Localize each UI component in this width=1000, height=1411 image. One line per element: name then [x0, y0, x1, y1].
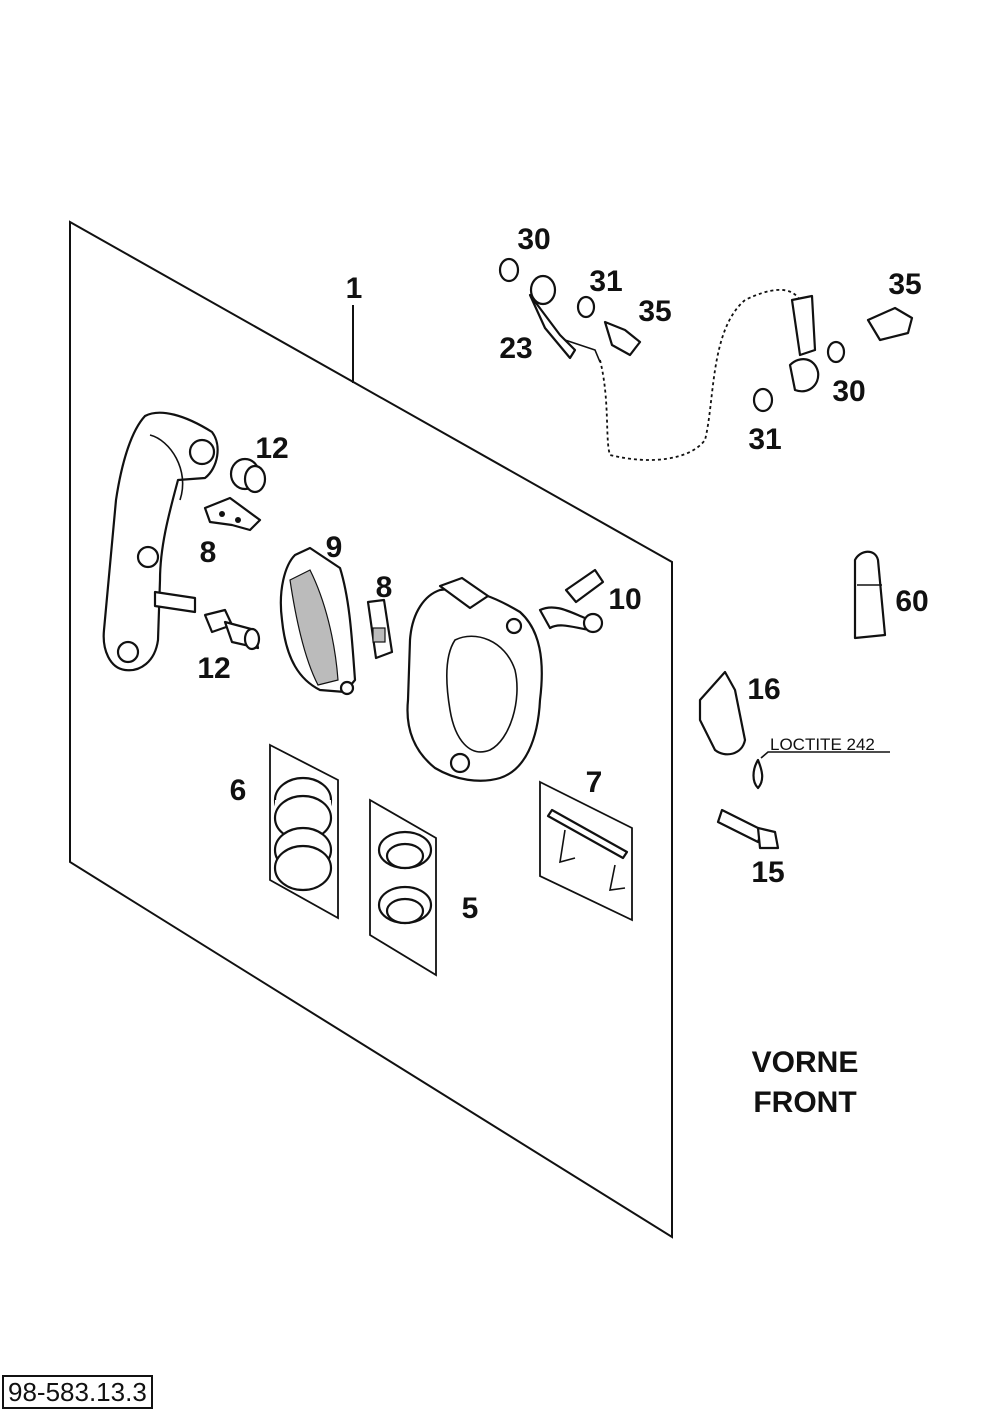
label-30-right: 30 — [832, 375, 865, 408]
label-15: 15 — [751, 856, 784, 889]
guide-pin-lower — [203, 608, 261, 651]
caliper-kit-panel — [69, 220, 673, 1239]
pad-clip-upper — [203, 496, 262, 532]
label-35-left: 35 — [638, 295, 671, 328]
loctite-note: LOCTITE 242 — [770, 735, 875, 754]
label-9: 9 — [326, 531, 343, 564]
label-31-left: 31 — [589, 265, 622, 298]
bushing-upper — [229, 457, 267, 494]
brake-line-assembly — [498, 257, 914, 461]
brake-pads — [279, 546, 357, 696]
drawing-reference-number: 98-583.13.3 — [2, 1375, 153, 1409]
bolt — [716, 751, 890, 850]
label-5: 5 — [462, 892, 479, 925]
label-8-lower: 8 — [376, 571, 393, 604]
label-10: 10 — [608, 583, 641, 616]
label-31-right: 31 — [748, 423, 781, 456]
caliper-body — [406, 576, 543, 782]
label-23: 23 — [499, 332, 532, 365]
pin-kit — [539, 780, 633, 922]
loctite-tube — [853, 550, 887, 640]
label-7: 7 — [586, 766, 603, 799]
seal-kit — [369, 798, 437, 977]
pad-clip-lower — [366, 598, 394, 660]
label-16: 16 — [747, 673, 780, 706]
label-60: 60 — [895, 585, 928, 618]
label-35-right: 35 — [888, 268, 921, 301]
piston-kit — [269, 743, 339, 920]
bleeder-valve — [538, 568, 605, 634]
label-12-lower: 12 — [197, 652, 230, 685]
direction-vorne: VORNE — [752, 1046, 859, 1079]
label-6: 6 — [230, 774, 247, 807]
label-30-left: 30 — [517, 223, 550, 256]
label-1: 1 — [346, 272, 363, 305]
caliper-bracket — [102, 411, 219, 672]
direction-front: FRONT — [753, 1086, 856, 1119]
label-12-upper: 12 — [255, 432, 288, 465]
guide-plate — [698, 670, 747, 756]
label-8-upper: 8 — [200, 536, 217, 569]
